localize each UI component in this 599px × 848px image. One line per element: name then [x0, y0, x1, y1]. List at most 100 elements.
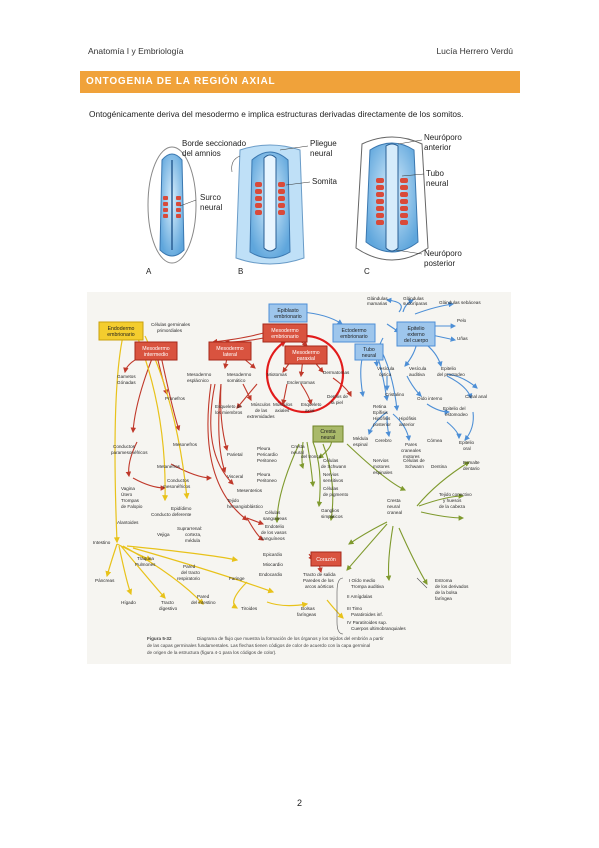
lbl-bolsas2: faríngeas — [297, 612, 317, 617]
lbl-tracto-dig2: digestivo — [159, 606, 178, 611]
caption-label: Figura 5-32 — [147, 636, 172, 641]
lbl-musculos-ext: Músculos — [251, 402, 271, 407]
lbl-dermis2: la piel — [331, 400, 343, 405]
panel-c-label: C — [364, 267, 370, 276]
panel-a-label: A — [146, 267, 152, 276]
lbl-pared-resp2: del tracto — [181, 570, 200, 575]
lbl-musculos-ext2: de las — [255, 408, 268, 413]
lbl-meso-som2: somático — [227, 378, 246, 383]
lbl-cel-pigmento: Células — [323, 486, 339, 491]
lbl-peritoneo-par: Peritoneo — [257, 458, 277, 463]
lbl-utero: Útero — [121, 491, 133, 497]
lbl-nervios-sens: Nervios — [323, 472, 339, 477]
lbl-musculos-ax2: axiales — [275, 408, 290, 413]
lbl-epitelio-estom: Epitelio del — [443, 406, 465, 411]
node-epiblasto — [268, 303, 308, 323]
lbl-paratiroides-sup: IV Paratiroides sup. — [347, 620, 387, 625]
lbl-cristalino: Cristalino — [385, 392, 405, 397]
node-meso-intermedio — [134, 341, 178, 361]
embryo-c — [355, 136, 429, 261]
lbl-miocardio: Miocardio — [263, 562, 283, 567]
lbl-tiroides: Tiroides — [241, 606, 258, 611]
lbl-ganglios2: simpáticos — [321, 514, 343, 519]
label-tubo: Tubo — [426, 169, 444, 178]
node-epitelio-ext-label: Epitelio — [407, 326, 424, 332]
lbl-nervios-motores: Nervios — [373, 458, 389, 463]
lbl-conductos-param: Conductos — [113, 444, 136, 449]
lbl-mesonefros: Mesonefros — [173, 442, 198, 447]
lbl-canal-anal: Canal anal — [465, 394, 487, 399]
lbl-glandulas-mam2: mamarias — [367, 301, 388, 306]
node-cresta-label2: neural — [321, 435, 335, 441]
node-meso-par-label2: paraxial — [297, 356, 315, 362]
lbl-cel-schwann2: de Schwann — [321, 464, 347, 469]
lbl-tejido-conectivo3: de la cabeza — [439, 504, 465, 509]
panel-b-label: B — [238, 267, 243, 276]
lbl-vesicula-opt: Vesícula — [377, 366, 395, 371]
lbl-musculos-ax: Músculos — [273, 402, 293, 407]
lbl-hipofisis-post: Hipófisis — [373, 416, 391, 421]
page-number: 2 — [296, 798, 302, 808]
lbl-cel-pigmento2: de pigmento — [323, 492, 349, 497]
lbl-trompa-aud: Trompa auditiva — [351, 584, 384, 589]
node-ectodermo-emb — [332, 323, 376, 343]
lbl-cel-sang2: sanguíneas — [263, 516, 287, 521]
node-meso-lat-label2: lateral — [223, 352, 237, 358]
pouch-bracket — [336, 577, 344, 635]
lbl-pared-resp: Pared — [183, 564, 196, 569]
embryo-b — [231, 144, 311, 265]
label-pliegue-neural: neural — [310, 149, 332, 158]
node-epiblasto-label: Epiblasto — [277, 308, 298, 314]
lbl-celulas-germ: Células germinales — [151, 322, 191, 327]
node-epitelio-ext-label3: del cuerpo — [404, 338, 428, 344]
lbl-hipofisis-ant2: anterior — [399, 422, 415, 427]
lbl-pares2: craneales — [401, 448, 422, 453]
lbl-conducto-def: Conducto deferente — [151, 512, 192, 517]
lbl-tracto-salida: Tracto de salida — [303, 572, 336, 577]
lbl-vagina: Vagina — [121, 486, 135, 491]
lbl-esmalte: Esmalte — [463, 460, 480, 465]
lbl-estroma2: de los derivados — [435, 584, 469, 589]
lbl-amigdalas: II Amígdalas — [347, 594, 373, 599]
lbl-meso-espl: Mesodermo — [187, 372, 212, 377]
lbl-oido-medio: I Oído medio — [349, 578, 376, 583]
lbl-pared-resp3: respiratorio — [177, 576, 200, 581]
lbl-pronefros: Pronefros — [165, 396, 186, 401]
lbl-traquea: Tráquea — [137, 556, 154, 561]
lbl-paredes-arcos2: arcos aórticos — [305, 584, 334, 589]
lbl-gonadas: Gónadas — [117, 380, 136, 385]
node-epitelio-externo — [396, 321, 436, 347]
lbl-oido: Oído interno — [417, 396, 443, 401]
lbl-cel-schwann: Células — [323, 458, 339, 463]
lbl-celulas-germ2: primordiales — [157, 328, 183, 333]
node-tubo-neural — [354, 343, 384, 361]
lbl-pericardio: Pericardio — [257, 452, 278, 457]
node-cresta-neural — [312, 425, 344, 443]
lbl-esclerotomas: Esclerotomas — [287, 380, 316, 385]
lbl-pared-int: Pared — [197, 594, 210, 599]
lbl-estroma3: de la bolsa — [435, 590, 458, 595]
lbl-tejido-conectivo: Tejido conectivo — [439, 492, 472, 497]
lbl-endotelio: Endotelio — [265, 524, 285, 529]
lbl-higado: Hígado — [121, 600, 136, 605]
label-amnios: del amnios — [182, 149, 221, 158]
lbl-conductos-meso: Conductos — [167, 478, 190, 483]
lbl-bolsas: Bolsas — [301, 606, 315, 611]
caption-line3: de origen de la estructura (figura 4-1 p… — [147, 650, 276, 655]
lbl-epifisis: Epífisis — [373, 410, 389, 415]
lbl-epitelio-proc2: del proctodeo — [437, 372, 465, 377]
label-neuroporo-post: Neuróporo — [424, 249, 462, 258]
lbl-epitelio-oral: Epitelio — [459, 440, 475, 445]
label-posterior: posterior — [424, 259, 455, 268]
label-surco: Surco — [200, 193, 221, 202]
lbl-timo: III Timo — [347, 606, 363, 611]
label-neuroporo-ant: Neuróporo — [424, 133, 462, 142]
label-surco-neural: neural — [200, 203, 222, 212]
lbl-cel-sang: Células — [265, 510, 281, 515]
lbl-pared-int2: del intestino — [191, 600, 216, 605]
lbl-paratiroides-inf: Paratiroides inf. — [351, 612, 383, 617]
lbl-tracto-dig: Tracto — [161, 600, 174, 605]
embryo-a — [147, 146, 197, 264]
lbl-cresta-craneal: Cresta — [387, 498, 401, 503]
lbl-esqueleto-ax2: axial — [305, 408, 314, 413]
